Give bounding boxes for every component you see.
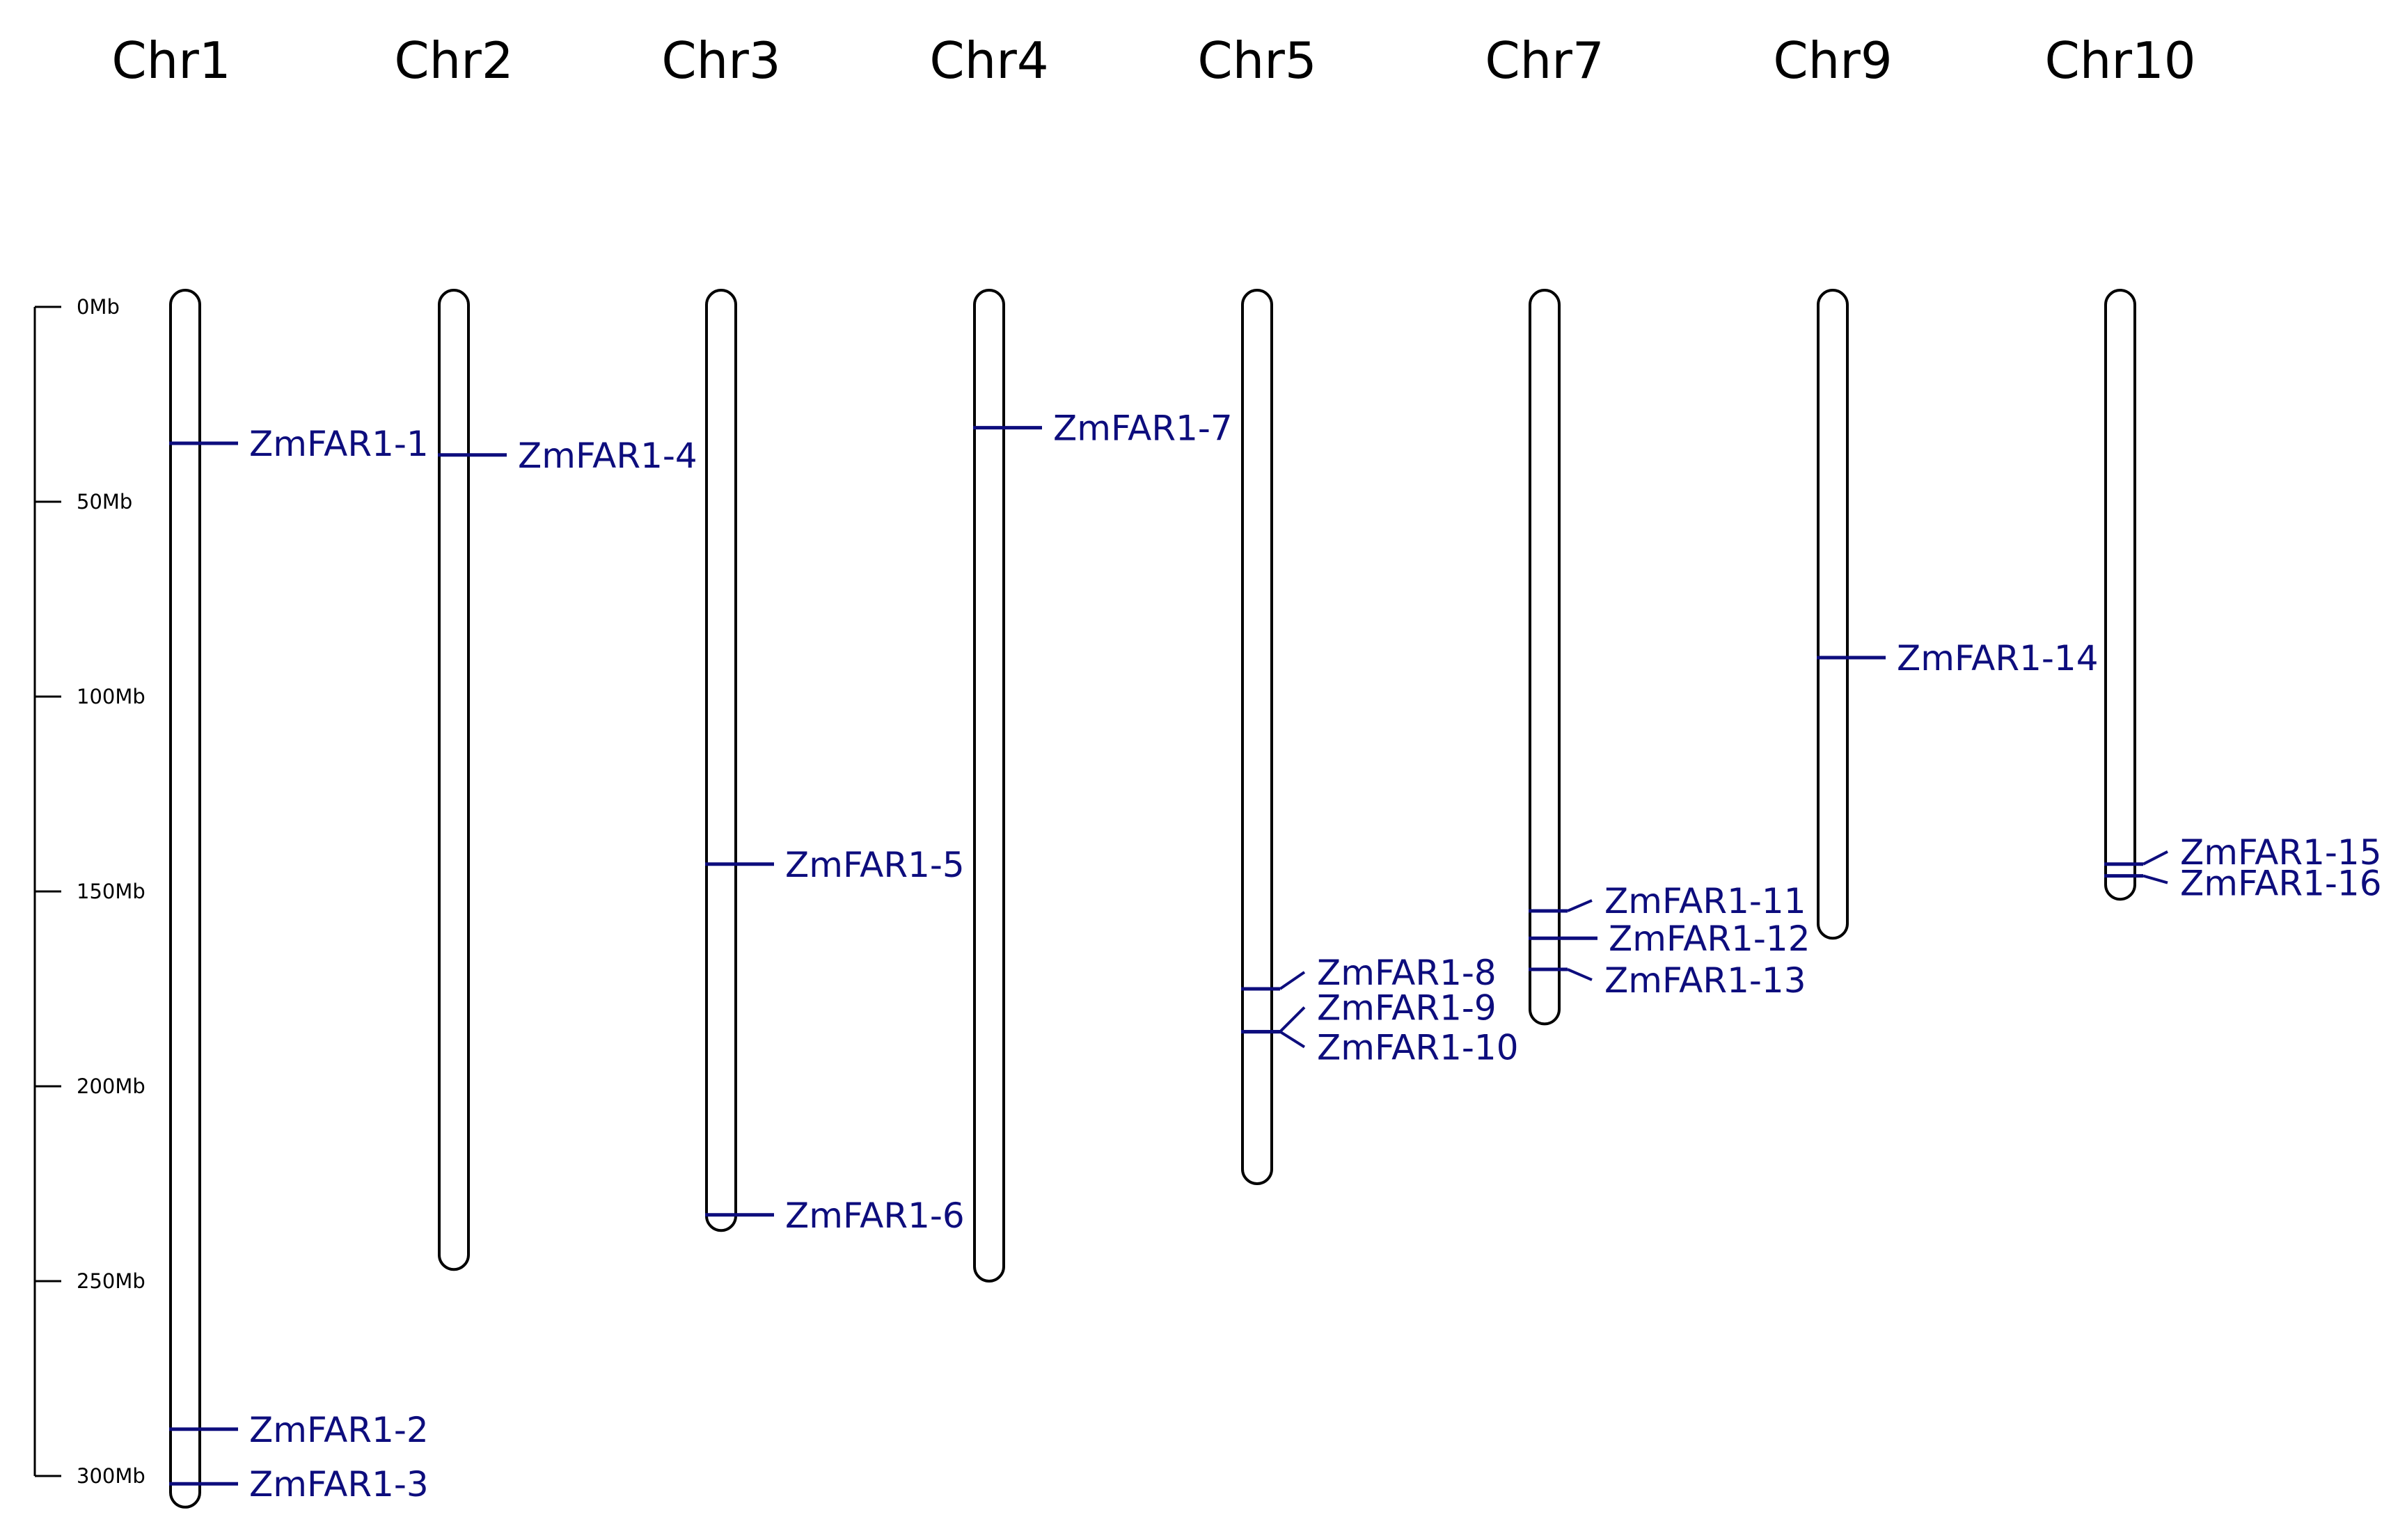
- scale-tick-label: 200Mb: [77, 1074, 145, 1098]
- chromosome-body: [705, 289, 737, 1232]
- gene-label: ZmFAR1-11: [1604, 881, 1806, 921]
- chromosome-body: [1241, 289, 1273, 1185]
- scale-tick-label: 150Mb: [77, 880, 145, 903]
- chromosome-title: Chr5: [1197, 31, 1316, 90]
- chromosome-title: Chr10: [2044, 31, 2195, 90]
- chromosome-title: Chr3: [661, 31, 780, 90]
- scale-tick-label: 50Mb: [77, 490, 132, 514]
- chromosome-body: [973, 289, 1005, 1283]
- chromosome-title: Chr7: [1485, 31, 1604, 90]
- gene-label: ZmFAR1-13: [1604, 960, 1806, 1001]
- scale-tick-label: 250Mb: [77, 1269, 145, 1293]
- scale-tick-label: 300Mb: [77, 1464, 145, 1488]
- gene-connector: [1567, 899, 1593, 912]
- chromosome-body: [438, 289, 470, 1271]
- gene-label: ZmFAR1-1: [249, 424, 429, 464]
- gene-connector: [1279, 971, 1306, 990]
- scale-tick-label: 0Mb: [77, 295, 120, 319]
- chromosome-body: [1817, 289, 1849, 940]
- chromosome-body: [169, 289, 201, 1509]
- chromosome-title: Chr2: [394, 31, 513, 90]
- gene-connector: [2143, 850, 2168, 866]
- gene-connector: [1279, 1006, 1306, 1033]
- gene-label: ZmFAR1-3: [249, 1464, 429, 1505]
- gene-connector: [1567, 968, 1593, 981]
- gene-label: ZmFAR1-5: [785, 845, 965, 885]
- gene-label: ZmFAR1-14: [1897, 638, 2099, 678]
- chromosome-title: Chr9: [1773, 31, 1892, 90]
- gene-label: ZmFAR1-9: [1317, 988, 1497, 1029]
- scale-bar: 0Mb 50Mb 100Mb 150Mb 200Mb 250Mb 300Mb: [33, 295, 145, 1488]
- gene-label: ZmFAR1-15: [2180, 832, 2382, 873]
- gene-label: ZmFAR1-2: [249, 1410, 429, 1450]
- chromosome-body: [1529, 289, 1561, 1026]
- chromosome-group: Chr1ZmFAR1-1ZmFAR1-2ZmFAR1-3Chr2ZmFAR1-4…: [111, 31, 2382, 1509]
- chromosome-title: Chr4: [929, 31, 1048, 90]
- gene-label: ZmFAR1-8: [1317, 953, 1497, 993]
- chromosome-body: [2104, 289, 2136, 901]
- gene-label: ZmFAR1-12: [1609, 919, 1810, 959]
- gene-connector: [2143, 874, 2168, 884]
- gene-connector: [1279, 1030, 1306, 1049]
- gene-label: ZmFAR1-16: [2180, 864, 2382, 904]
- scale-tick-label: 100Mb: [77, 685, 145, 708]
- chromosome-title: Chr1: [111, 31, 230, 90]
- gene-label: ZmFAR1-4: [518, 436, 697, 476]
- gene-label: ZmFAR1-10: [1317, 1028, 1519, 1068]
- gene-label: ZmFAR1-7: [1053, 408, 1233, 449]
- gene-label: ZmFAR1-6: [785, 1196, 965, 1236]
